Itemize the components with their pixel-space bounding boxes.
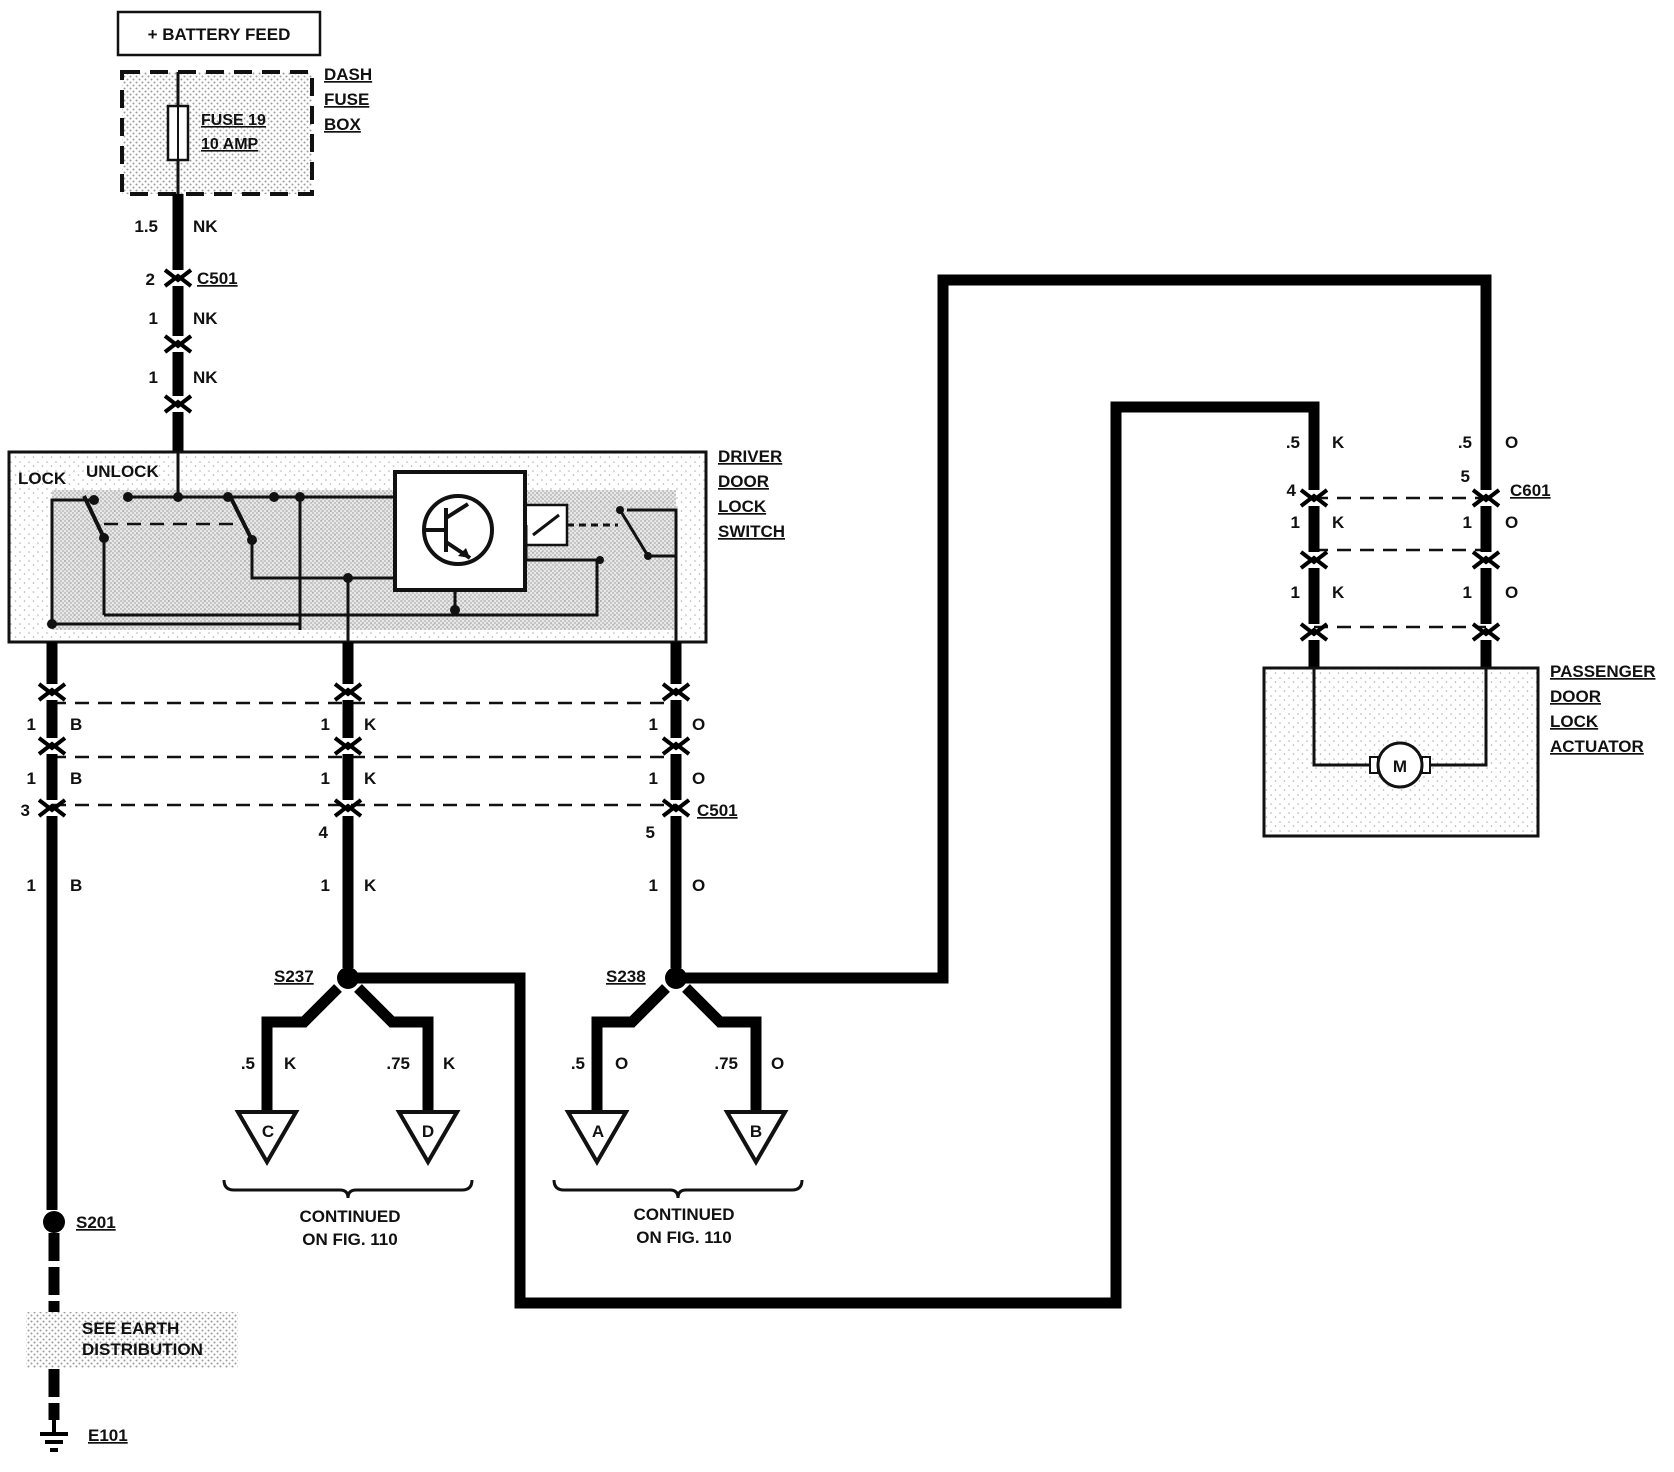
feed-color-2: NK	[193, 309, 218, 328]
driver-switch-label-2: DOOR	[718, 472, 769, 491]
pass-k-size-2: 1	[1291, 583, 1300, 602]
feed-connector-label: C501	[197, 269, 238, 288]
feed-size-2: 1	[149, 309, 158, 328]
splice-s237-label: S237	[274, 967, 314, 986]
motor-icon	[1376, 741, 1424, 789]
actuator-label-2: DOOR	[1550, 687, 1601, 706]
left-wire-color-2: B	[70, 769, 82, 788]
mid-wire-size-1: 1	[321, 715, 330, 734]
left-wire-color-3: B	[70, 876, 82, 895]
s237-right-color: K	[443, 1054, 456, 1073]
splice-s237	[234, 967, 461, 1166]
splice-s238	[564, 967, 789, 1166]
pass-o-top-size: .5	[1458, 433, 1472, 452]
s238-right-color: O	[771, 1054, 784, 1073]
pass-o-pin: 5	[1461, 467, 1470, 486]
left-wire-size-2: 1	[27, 769, 36, 788]
fuse-label-1: FUSE 19	[201, 112, 266, 129]
ground-icon	[40, 1420, 68, 1452]
driver-switch-label-4: SWITCH	[718, 522, 785, 541]
pass-o-color-1: O	[1505, 513, 1518, 532]
s238-left-size: .5	[571, 1054, 585, 1073]
pass-k-top-color: K	[1332, 433, 1345, 452]
driver-switch-label-1: DRIVER	[718, 447, 782, 466]
right-wire-color-2: O	[692, 769, 705, 788]
feed-size-1: 1.5	[134, 217, 158, 236]
pass-o-color-2: O	[1505, 583, 1518, 602]
pass-k-size-1: 1	[1291, 513, 1300, 532]
pass-k-top-size: .5	[1286, 433, 1300, 452]
s237-right-size: .75	[386, 1054, 410, 1073]
feed-color-1: NK	[193, 217, 218, 236]
pass-o-size-1: 1	[1463, 513, 1472, 532]
mid-wire-size-3: 1	[321, 876, 330, 895]
lock-label: LOCK	[18, 469, 67, 488]
battery-feed-box: + BATTERY FEED	[116, 10, 322, 57]
dash-fuse-box	[120, 70, 314, 196]
fuse-label-2: 10 AMP	[201, 136, 259, 153]
s238-left-color: O	[615, 1054, 628, 1073]
right-wire-size-2: 1	[649, 769, 658, 788]
driver-switch-label-3: LOCK	[718, 497, 767, 516]
lower-connector-label: C501	[697, 801, 738, 820]
mid-wire-size-2: 1	[321, 769, 330, 788]
s238-continued-1: CONTINUED	[633, 1205, 734, 1224]
feed-wire	[163, 160, 193, 452]
actuator-label-1: PASSENGER	[1550, 662, 1656, 681]
right-wire-pin: 5	[646, 823, 655, 842]
actuator-label-4: ACTUATOR	[1550, 737, 1644, 756]
unlock-label: UNLOCK	[86, 462, 159, 481]
s238-right-target: B	[750, 1122, 762, 1141]
passenger-connector-c601	[1299, 488, 1501, 668]
feed-connector-pin: 2	[146, 270, 155, 289]
pass-k-pin: 4	[1287, 481, 1297, 500]
ground-note-2: DISTRIBUTION	[82, 1340, 203, 1359]
pass-connector-label: C601	[1510, 481, 1551, 500]
battery-feed-label: + BATTERY FEED	[148, 25, 291, 44]
s238-right-size: .75	[714, 1054, 738, 1073]
s237-right-target: D	[422, 1122, 434, 1141]
s237-continued-1: CONTINUED	[299, 1207, 400, 1226]
passenger-door-lock-actuator	[1262, 666, 1540, 838]
lower-wires	[37, 642, 691, 1210]
fuse-box-label-2: FUSE	[324, 90, 369, 109]
mid-wire-color-1: K	[364, 715, 377, 734]
left-wire-color-1: B	[70, 715, 82, 734]
mid-wire-pin: 4	[319, 823, 329, 842]
right-wire-size-3: 1	[649, 876, 658, 895]
s237-left-size: .5	[241, 1054, 255, 1073]
right-wire-color-1: O	[692, 715, 705, 734]
mid-wire-color-3: K	[364, 876, 377, 895]
driver-door-lock-switch	[7, 450, 708, 644]
routing-wires	[348, 274, 1492, 1309]
feed-size-3: 1	[149, 368, 158, 387]
s238-continued-2: ON FIG. 110	[636, 1228, 731, 1247]
feed-color-3: NK	[193, 368, 218, 387]
fuse-box-label-1: DASH	[324, 65, 372, 84]
splice-s238-label: S238	[606, 967, 646, 986]
s237-left-target: C	[262, 1122, 274, 1141]
ground-splice-label: S201	[76, 1213, 116, 1232]
pass-k-color-1: K	[1332, 513, 1345, 532]
mid-wire-color-2: K	[364, 769, 377, 788]
left-wire-size-1: 1	[27, 715, 36, 734]
s237-continued-2: ON FIG. 110	[302, 1230, 397, 1249]
left-wire-size-3: 1	[27, 876, 36, 895]
ground-note-1: SEE EARTH	[82, 1319, 179, 1338]
left-wire-pin: 3	[21, 801, 30, 820]
right-wire-size-1: 1	[649, 715, 658, 734]
s238-left-target: A	[592, 1122, 604, 1141]
ground-path	[26, 1211, 238, 1452]
pass-o-top-color: O	[1505, 433, 1518, 452]
actuator-label-3: LOCK	[1550, 712, 1599, 731]
s237-left-color: K	[284, 1054, 297, 1073]
motor-label: M	[1393, 757, 1407, 776]
pass-k-color-2: K	[1332, 583, 1345, 602]
pass-o-size-2: 1	[1463, 583, 1472, 602]
right-wire-color-3: O	[692, 876, 705, 895]
earth-label: E101	[88, 1426, 128, 1445]
fuse-box-label-3: BOX	[324, 115, 362, 134]
